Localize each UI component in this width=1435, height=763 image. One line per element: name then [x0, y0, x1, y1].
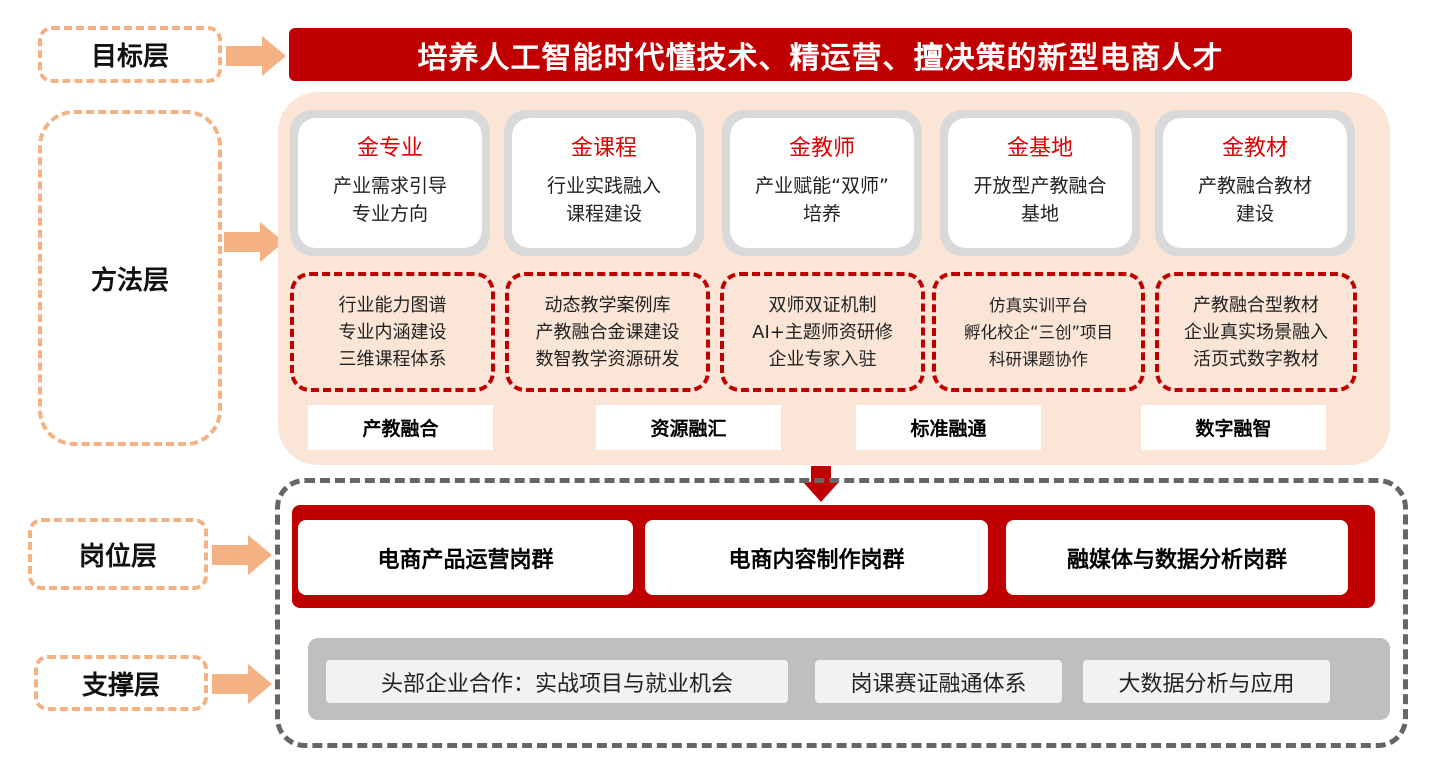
layer-goal: 目标层 — [38, 26, 222, 83]
gold-card: 金专业产业需求引导专业方向 — [290, 110, 490, 256]
gold-card-inner: 金教材产教融合教材建设 — [1163, 118, 1347, 248]
measure-box: 动态教学案例库产教融合金课建设数智教学资源研发 — [505, 272, 710, 392]
gold-card-desc: 行业实践融入课程建设 — [547, 172, 661, 228]
arrow-right-icon — [224, 222, 284, 262]
gold-card-title: 金课程 — [570, 136, 637, 161]
layer-method-label: 方法层 — [90, 265, 169, 296]
integration-tag: 数字融智 — [1141, 405, 1326, 450]
gold-card-line: 产教融合教材 — [1197, 175, 1312, 197]
goal-title: 培养人工智能时代懂技术、精运营、擅决策的新型电商人才 — [289, 28, 1352, 81]
layer-support-label: 支撑层 — [81, 670, 160, 701]
gold-card-line: 基地 — [1020, 203, 1059, 225]
arrow-right-icon — [212, 664, 272, 704]
post-group: 电商内容制作岗群 — [645, 520, 988, 595]
measure-line: 仿真实训平台 — [989, 295, 1088, 315]
gold-card: 金教师产业赋能“双师” 培养 — [722, 110, 922, 256]
gold-card-title: 金教师 — [788, 136, 855, 161]
layer-post: 岗位层 — [28, 518, 208, 590]
measure-line: 动态教学案例库 — [544, 294, 671, 316]
measure-line: 科研课题协作 — [989, 349, 1088, 369]
gold-card-desc: 开放型产教融合基地 — [973, 172, 1106, 228]
gold-card-desc: 产业赋能“双师” 培养 — [755, 172, 889, 228]
gold-card: 金课程行业实践融入课程建设 — [504, 110, 704, 256]
measure-box: 行业能力图谱专业内涵建设三维课程体系 — [290, 272, 495, 392]
gold-card-line: 建设 — [1235, 203, 1274, 225]
gold-card-line: 产业赋能“双师” — [755, 175, 889, 197]
support-item: 大数据分析与应用 — [1083, 660, 1330, 703]
measure-line: AI+主题师资研修 — [752, 321, 893, 343]
post-group: 电商产品运营岗群 — [298, 520, 633, 595]
integration-tag: 资源融汇 — [596, 405, 781, 450]
integration-tag: 产教融合 — [308, 405, 493, 450]
support-item: 头部企业合作：实战项目与就业机会 — [326, 660, 788, 703]
layer-post-label: 岗位层 — [78, 541, 157, 572]
gold-card-inner: 金专业产业需求引导专业方向 — [298, 118, 482, 248]
measure-line: 产教融合金课建设 — [535, 321, 680, 343]
layer-goal-label: 目标层 — [90, 42, 169, 72]
measure-line: 数智教学资源研发 — [535, 348, 680, 370]
gold-card-line: 产业需求引导 — [332, 175, 447, 197]
gold-card-line: 开放型产教融合 — [973, 175, 1107, 197]
integration-tag: 标准融通 — [856, 405, 1041, 450]
measure-box: 产教融合型教材企业真实场景融入活页式数字教材 — [1155, 272, 1357, 392]
gold-card-line: 专业方向 — [351, 203, 428, 225]
measure-box: 仿真实训平台孵化校企“三创”项目科研课题协作 — [932, 272, 1145, 392]
arrow-down-icon — [803, 466, 839, 502]
measure-line: 产教融合型教材 — [1193, 294, 1319, 316]
gold-card-line: 培养 — [802, 203, 841, 225]
gold-card-title: 金基地 — [1006, 136, 1073, 161]
measure-line: 活页式数字教材 — [1193, 348, 1319, 370]
measure-line: 行业能力图谱 — [338, 294, 447, 316]
gold-card-inner: 金课程行业实践融入课程建设 — [512, 118, 696, 248]
gold-card-line: 课程建设 — [565, 203, 642, 225]
gold-card-line: 行业实践融入 — [546, 175, 661, 197]
gold-card-title: 金专业 — [356, 136, 423, 161]
measure-box: 双师双证机制 AI+主题师资研修企业专家入驻 — [720, 272, 925, 392]
gold-card: 金基地开放型产教融合基地 — [940, 110, 1140, 256]
gold-card-inner: 金基地开放型产教融合基地 — [948, 118, 1132, 248]
gold-card-desc: 产业需求引导专业方向 — [333, 172, 447, 228]
layer-method: 方法层 — [38, 110, 222, 446]
measure-line: 专业内涵建设 — [338, 321, 447, 343]
measure-line: 孵化校企“三创”项目 — [963, 322, 1114, 342]
measure-line: 三维课程体系 — [338, 348, 447, 370]
support-item: 岗课赛证融通体系 — [815, 660, 1062, 703]
measure-line: 企业专家入驻 — [768, 348, 877, 370]
gold-card-desc: 产教融合教材建设 — [1198, 172, 1312, 228]
gold-card: 金教材产教融合教材建设 — [1155, 110, 1355, 256]
post-group: 融媒体与数据分析岗群 — [1006, 520, 1348, 595]
measure-line: 双师双证机制 — [768, 294, 877, 316]
layer-support: 支撑层 — [34, 655, 208, 711]
post-support-frame — [275, 478, 1408, 748]
gold-card-inner: 金教师产业赋能“双师” 培养 — [730, 118, 914, 248]
measure-line: 企业真实场景融入 — [1184, 321, 1328, 343]
arrow-right-icon — [226, 36, 286, 76]
arrow-right-icon — [212, 535, 272, 575]
gold-card-title: 金教材 — [1221, 136, 1288, 161]
